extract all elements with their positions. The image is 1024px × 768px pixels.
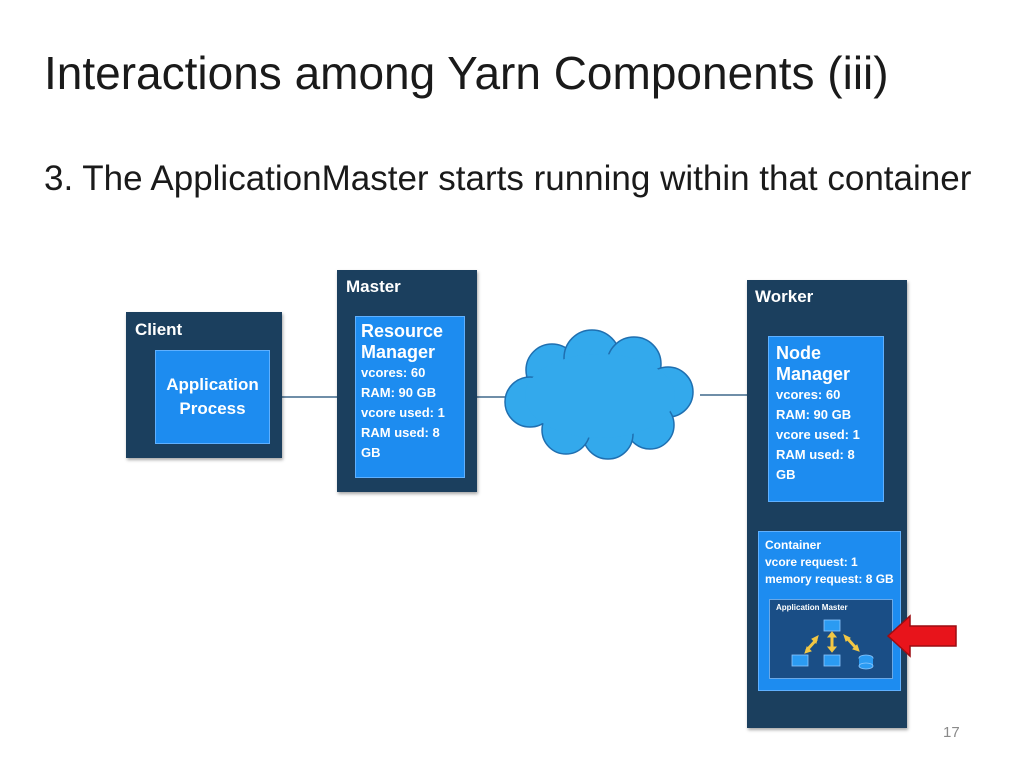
application-process-line2: Process	[179, 399, 246, 418]
client-label: Client	[135, 320, 183, 339]
container-label: Container	[765, 538, 822, 552]
nm-ram-used-line2: GB	[776, 467, 796, 482]
nm-vcore-used: vcore used: 1	[776, 427, 860, 442]
master-panel: Master Resource Manager vcores: 60 RAM: …	[337, 270, 477, 492]
nm-title-line1: Node	[776, 343, 821, 363]
resource-manager-box: Resource Manager vcores: 60 RAM: 90 GB v…	[355, 316, 465, 478]
nm-title-line2: Manager	[776, 364, 851, 384]
client-master-connector	[282, 396, 338, 398]
master-cloud-connector	[477, 396, 517, 398]
cloud-icon	[504, 329, 694, 460]
application-process-line1: Application	[166, 375, 259, 394]
red-arrow-icon	[886, 614, 957, 658]
rm-ram-used-line2: GB	[361, 445, 381, 460]
client-panel: Client Application Process	[126, 312, 282, 458]
application-master-flow-icon	[791, 619, 874, 670]
nm-ram-used-line1: RAM used: 8	[776, 447, 855, 462]
worker-panel: Worker Node Manager vcores: 60 RAM: 90 G…	[747, 280, 907, 728]
rm-title-line2: Manager	[361, 342, 436, 362]
slide-bullet: 3. The ApplicationMaster starts running …	[44, 159, 972, 198]
rm-vcore-used: vcore used: 1	[361, 405, 445, 420]
cloud-worker-connector	[700, 394, 748, 396]
master-label: Master	[346, 277, 401, 296]
rm-ram: RAM: 90 GB	[361, 385, 437, 400]
rm-vcores: vcores: 60	[361, 365, 426, 380]
rm-ram-used-line1: RAM used: 8	[361, 425, 440, 440]
application-master-label: Application Master	[776, 603, 848, 612]
rm-title-line1: Resource	[361, 321, 444, 341]
application-master-box: Application Master	[769, 599, 893, 679]
container-box: Container vcore request: 1 memory reques…	[758, 531, 901, 691]
application-process-box: Application Process	[155, 350, 270, 444]
worker-label: Worker	[755, 287, 814, 306]
container-memory-request: memory request: 8 GB	[765, 572, 894, 586]
slide-title: Interactions among Yarn Components (iii)	[44, 47, 889, 99]
nm-ram: RAM: 90 GB	[776, 407, 852, 422]
page-number: 17	[943, 724, 960, 741]
container-vcore-request: vcore request: 1	[765, 555, 858, 569]
nm-vcores: vcores: 60	[776, 387, 841, 402]
node-manager-box: Node Manager vcores: 60 RAM: 90 GB vcore…	[768, 336, 884, 502]
